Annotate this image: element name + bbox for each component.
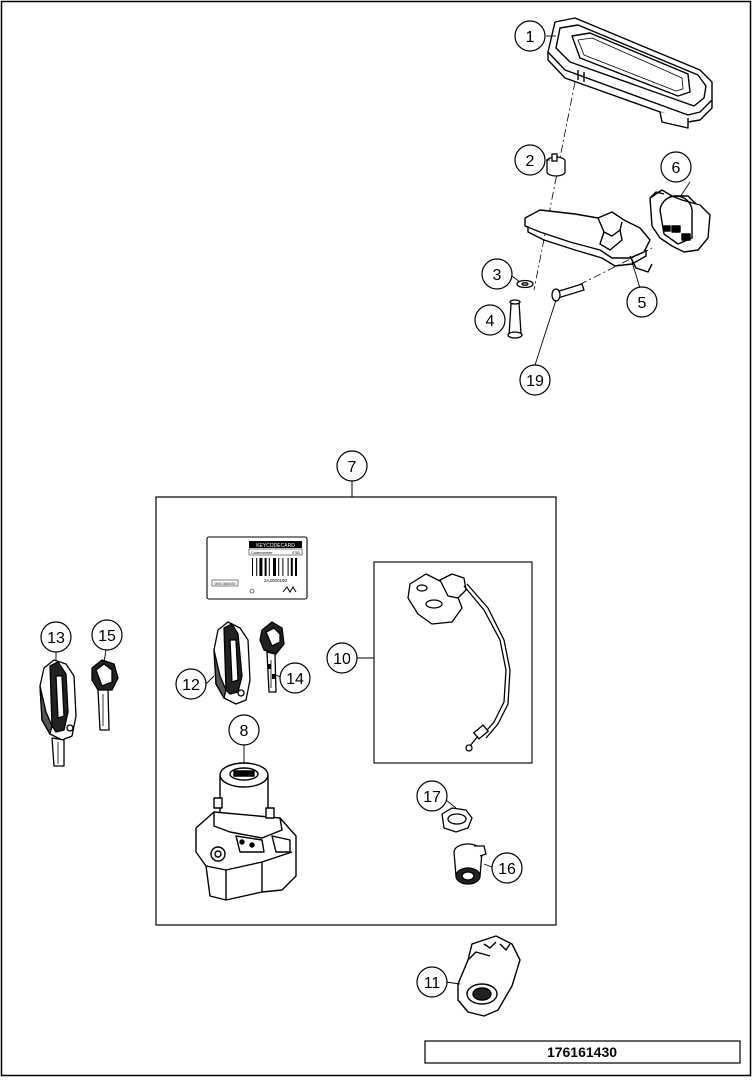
callout-2: 2 — [514, 144, 546, 176]
callout-14-number: 14 — [286, 671, 304, 688]
callout-10-number: 10 — [333, 651, 351, 668]
callout-12: 12 — [175, 668, 207, 700]
barcode-stripe — [264, 558, 267, 576]
callout-14: 14 — [279, 662, 311, 694]
callout-15: 15 — [91, 619, 123, 651]
part-key-fob-13 — [39, 659, 77, 767]
keycode-card-code-value: 0783 — [292, 551, 300, 555]
leader-12 — [205, 675, 215, 685]
callout-6: 6 — [660, 151, 692, 183]
callout-19: 19 — [519, 364, 551, 396]
barcode-stripe — [278, 558, 280, 576]
kit-frame — [155, 496, 557, 926]
part-lock-cylinder — [453, 843, 487, 885]
part-dashboard-display — [547, 17, 713, 129]
barcode-stripe — [268, 558, 270, 576]
part-ignition-lock — [195, 762, 297, 901]
part-handlebar-clamp — [649, 189, 711, 253]
keycode-card-code-label: Codenummer — [251, 551, 273, 555]
leader-17 — [445, 799, 457, 809]
drawing-number-box: 176161430 — [424, 1040, 741, 1064]
drawing-number: 176161430 — [547, 1044, 617, 1060]
callout-13-number: 13 — [47, 630, 65, 647]
callout-1-number: 1 — [526, 29, 535, 46]
keycode-card: KEYCODECARD Codenummer 0783 2A2000190 00… — [206, 536, 308, 600]
part-lock-cover — [457, 935, 521, 1017]
barcode-stripe — [287, 558, 289, 576]
part-key-fob-12 — [213, 621, 251, 705]
barcode-stripe — [290, 558, 293, 576]
barcode-stripe — [252, 558, 253, 576]
callout-13: 13 — [40, 621, 72, 653]
callout-5-number: 5 — [638, 295, 647, 312]
barcode-stripe — [256, 558, 258, 576]
callout-1: 1 — [514, 20, 546, 52]
keycode-card-barcode — [252, 558, 297, 576]
callout-8: 8 — [228, 714, 260, 746]
part-mounting-bracket — [524, 209, 653, 273]
part-key-14 — [259, 621, 285, 693]
part-screw-4 — [507, 299, 523, 339]
part-key-15 — [91, 659, 119, 731]
part-washer — [516, 279, 534, 289]
callout-2-number: 2 — [526, 153, 535, 170]
callout-15-number: 15 — [98, 628, 116, 645]
leader-lines-top — [511, 35, 691, 366]
callout-16-number: 16 — [498, 861, 516, 878]
part-hex-nut — [441, 807, 473, 833]
keycode-card-barcode-number: 2A2000190 — [264, 578, 288, 583]
callout-17-number: 17 — [423, 789, 441, 806]
callout-4: 4 — [474, 304, 506, 336]
callout-6-number: 6 — [672, 160, 681, 177]
barcode-stripe — [282, 558, 284, 576]
callout-3: 3 — [481, 258, 513, 290]
callout-4-number: 4 — [486, 313, 495, 330]
callout-17: 17 — [416, 780, 448, 812]
callout-12-number: 12 — [182, 677, 200, 694]
keycode-card-small-number: 0000 0000000 — [214, 582, 235, 586]
callout-19-number: 19 — [526, 373, 544, 390]
part-cable-sensor — [407, 573, 511, 752]
assembly-axis-line — [533, 81, 576, 291]
callout-16: 16 — [491, 852, 523, 884]
part-10-frame — [373, 561, 533, 764]
callout-10: 10 — [326, 642, 358, 674]
callout-11: 11 — [416, 966, 448, 998]
callout-11-number: 11 — [424, 975, 441, 992]
callout-7: 7 — [336, 450, 368, 482]
leader-15 — [103, 649, 107, 663]
callout-7-number: 7 — [348, 459, 357, 476]
callout-8-number: 8 — [240, 723, 249, 740]
keycode-card-title: KEYCODECARD — [256, 543, 295, 549]
callout-5: 5 — [626, 286, 658, 318]
part-screw-19 — [551, 283, 585, 302]
leader-11 — [445, 981, 461, 985]
barcode-stripe — [259, 558, 263, 576]
barcode-stripe — [273, 558, 276, 576]
barcode-stripe — [295, 558, 297, 576]
callout-3-number: 3 — [493, 267, 502, 284]
part-rubber-bushing — [546, 153, 566, 177]
